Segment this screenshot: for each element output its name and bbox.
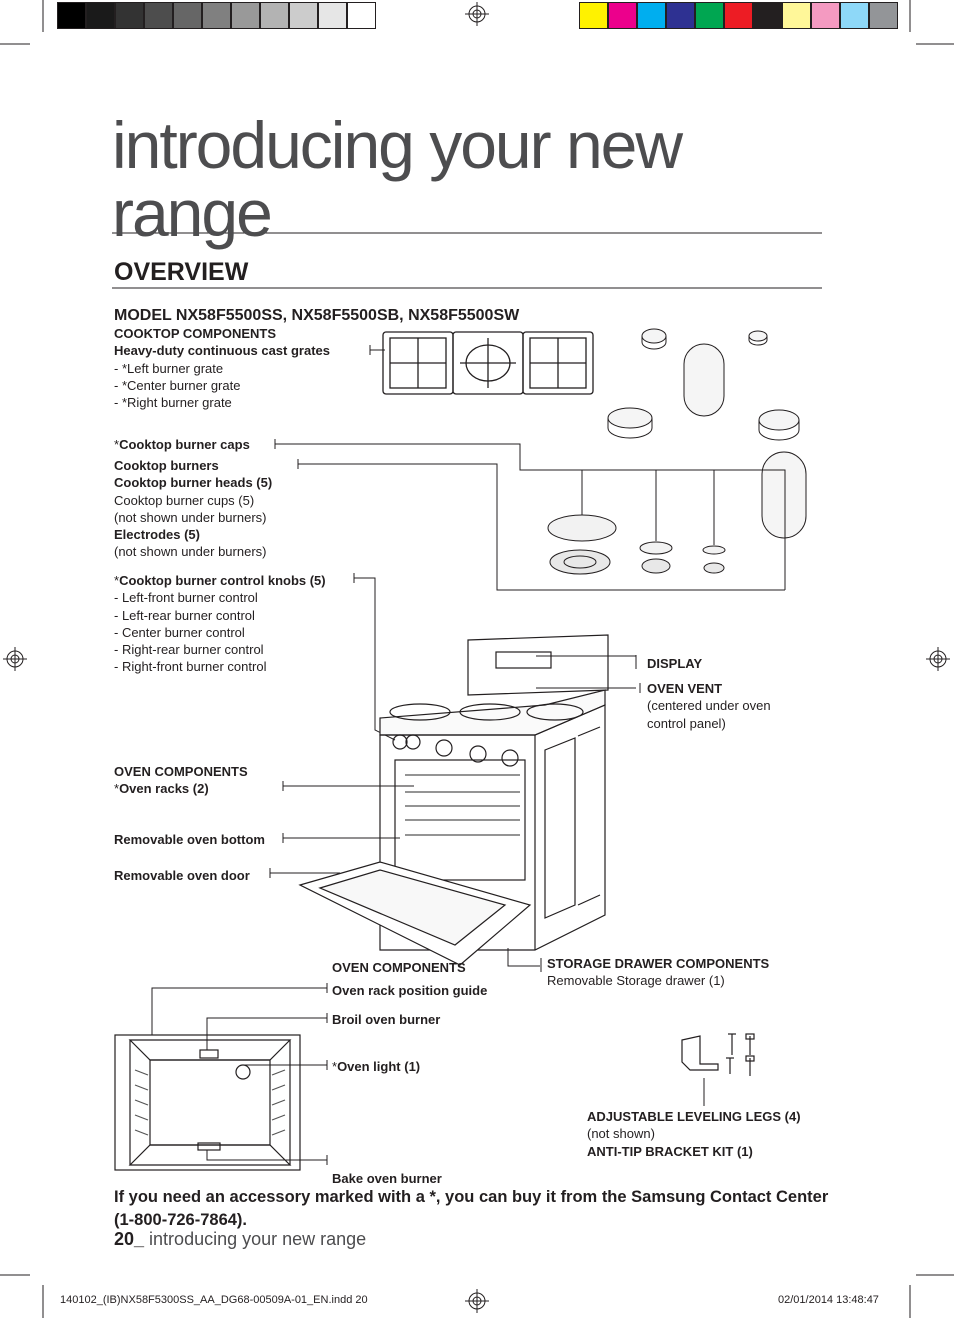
caps-label: *Cooktop burner caps <box>114 437 250 452</box>
display-label: DISPLAY <box>647 656 703 671</box>
page-title-line-1: introducing your new <box>112 108 683 182</box>
color-swatch <box>347 2 376 29</box>
color-swatch <box>869 2 898 29</box>
accessory-note: If you need an accessory marked with a *… <box>114 1188 829 1229</box>
oven-door-label: Removable oven door <box>114 868 250 883</box>
color-swatch <box>115 2 144 29</box>
cups-label: Cooktop burner cups (5) <box>114 492 255 508</box>
color-swatch <box>260 2 289 29</box>
cooktop-components: COOKTOP COMPONENTS Heavy-duty continuous… <box>114 325 330 411</box>
grate-item: - *Right burner grate <box>114 395 232 411</box>
cooktop-heading: COOKTOP COMPONENTS <box>114 326 277 341</box>
color-swatch <box>695 2 724 29</box>
model-heading: MODEL NX58F5500SS, NX58F5500SB, NX58F550… <box>114 307 520 324</box>
grates-label: Heavy-duty continuous cast grates <box>114 343 330 359</box>
section-heading: OVERVIEW <box>114 258 249 286</box>
color-swatch <box>840 2 869 29</box>
legs-label: ADJUSTABLE LEVELING LEGS (4) <box>587 1109 801 1124</box>
racks-label: Oven racks (2) <box>119 781 209 797</box>
color-swatch <box>231 2 260 29</box>
color-swatch <box>144 2 173 29</box>
storage-components: STORAGE DRAWER COMPONENTS Removable Stor… <box>547 955 769 990</box>
storage-heading: STORAGE DRAWER COMPONENTS <box>547 956 770 971</box>
oven-heading: OVEN COMPONENTS <box>114 764 248 779</box>
grate-item: - *Center burner grate <box>114 377 241 393</box>
anti-tip-bracket-illustration <box>681 1033 755 1076</box>
oven-cavity-illustration <box>114 1034 301 1171</box>
registration-mark-icon <box>3 647 27 671</box>
page-footer: 20_ introducing your new range <box>114 1229 366 1250</box>
registration-mark-icon <box>926 647 950 671</box>
color-swatch <box>318 2 347 29</box>
knob-item: - Right-front burner control <box>114 659 267 675</box>
vent-note: control panel) <box>647 715 726 731</box>
color-swatch <box>289 2 318 29</box>
vent-note: (centered under oven <box>647 698 771 714</box>
anti-tip-kit-label: ANTI-TIP BRACKET KIT (1) <box>587 1143 753 1159</box>
color-swatch <box>86 2 115 29</box>
footer-text: introducing your new range <box>144 1229 367 1249</box>
color-swatch <box>608 2 637 29</box>
color-swatch <box>811 2 840 29</box>
color-swatch <box>57 2 86 29</box>
grates-illustration <box>382 331 594 395</box>
knob-item: - Center burner control <box>114 624 245 640</box>
slug-date: 02/01/2014 13:48:47 <box>778 1294 879 1306</box>
color-swatch <box>637 2 666 29</box>
vent-label: OVEN VENT <box>647 681 723 696</box>
cups-note: (not shown under burners) <box>114 509 267 525</box>
burner-components: Cooktop burners Cooktop burner heads (5)… <box>114 457 272 561</box>
burner-heads-illustration <box>547 514 726 575</box>
broil-burner-label: Broil oven burner <box>332 1012 441 1027</box>
color-swatch <box>666 2 695 29</box>
electrodes-label: Electrodes (5) <box>114 527 200 543</box>
registration-mark-icon <box>465 2 489 26</box>
color-swatch <box>782 2 811 29</box>
burners-label: Cooktop burners <box>114 458 219 473</box>
registration-mark-icon <box>465 1289 489 1313</box>
range-illustration <box>298 634 609 966</box>
oven-heading-2: OVEN COMPONENTS <box>332 960 466 975</box>
rack-guide-label: Oven rack position guide <box>332 983 488 998</box>
oven-vent: OVEN VENT (centered under oven control p… <box>647 680 771 732</box>
oven-bottom-label: Removable oven bottom <box>114 832 265 847</box>
oven-light-label: *Oven light (1) <box>332 1059 421 1074</box>
color-swatch <box>579 2 608 29</box>
heads-label: Cooktop burner heads (5) <box>114 475 273 491</box>
burner-caps-illustration <box>607 328 807 539</box>
color-swatch <box>173 2 202 29</box>
bake-burner-label: Bake oven burner <box>332 1171 442 1186</box>
color-swatch <box>724 2 753 29</box>
slug-filename: 140102_(IB)NX58F5300SS_AA_DG68-00509A-01… <box>60 1294 368 1306</box>
oven-components: OVEN COMPONENTS *Oven racks (2) <box>114 764 248 797</box>
knobs-components: *Cooktop burner control knobs (5) - Left… <box>114 573 326 675</box>
page-number: 20_ <box>114 1229 145 1249</box>
legs-note: (not shown) <box>587 1126 655 1142</box>
color-swatch <box>753 2 782 29</box>
knob-item: - Right-rear burner control <box>114 642 264 658</box>
knobs-label: Cooktop burner control knobs (5) <box>119 573 326 588</box>
grate-item: - *Left burner grate <box>114 360 224 376</box>
color-swatch <box>202 2 231 29</box>
storage-drawer-label: Removable Storage drawer (1) <box>547 973 725 989</box>
page-title-line-2: range <box>112 176 273 250</box>
knob-item: - Left-rear burner control <box>114 607 255 623</box>
knob-item: - Left-front burner control <box>114 590 258 606</box>
legs-components: ADJUSTABLE LEVELING LEGS (4) (not shown)… <box>587 1108 801 1160</box>
electrodes-note: (not shown under burners) <box>114 544 267 560</box>
